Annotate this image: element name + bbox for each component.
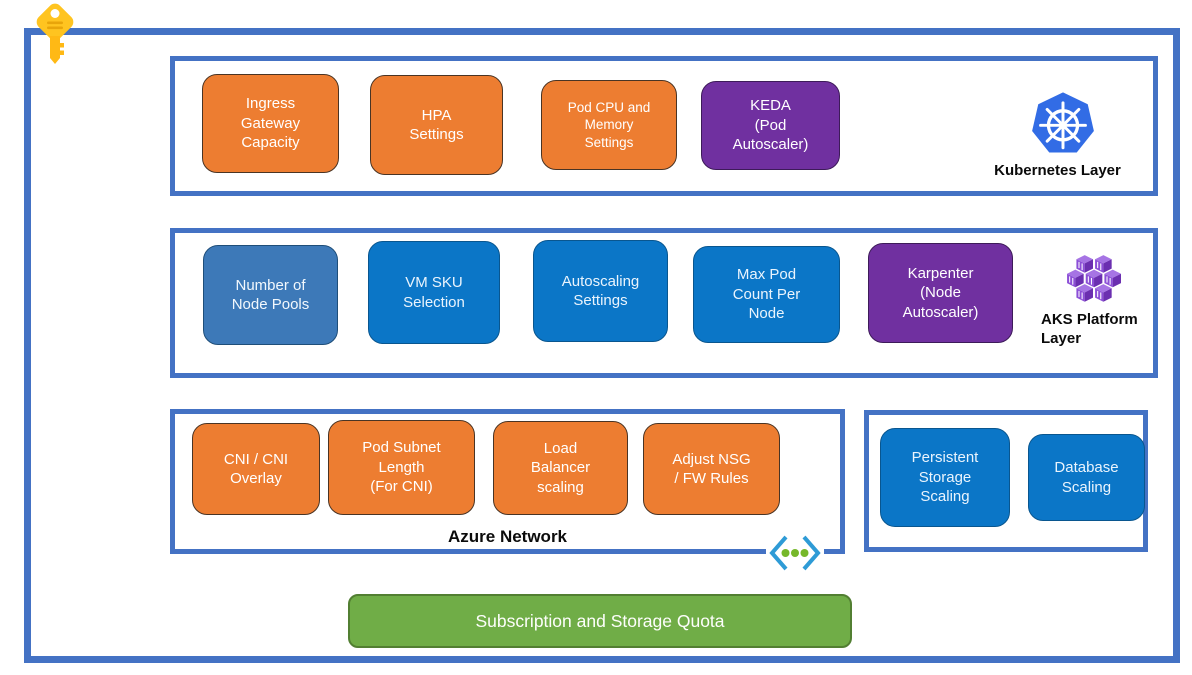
box-vm-sku-selection: VM SKU Selection	[368, 241, 500, 344]
box-keda-pod-autoscaler: KEDA (Pod Autoscaler)	[701, 81, 840, 170]
kubernetes-layer-label: Kubernetes Layer	[994, 162, 1121, 179]
azure-network-label: Azure Network	[447, 527, 568, 546]
box-pod-subnet-length: Pod Subnet Length (For CNI)	[328, 420, 475, 515]
outer-border	[24, 28, 1180, 663]
aks-platform-layer-section: Number of Node Pools VM SKU Selection Au…	[170, 228, 1158, 378]
key-icon	[32, 2, 82, 66]
box-autoscaling-settings: Autoscaling Settings	[533, 240, 668, 342]
box-adjust-nsg-fw-rules: Adjust NSG / FW Rules	[643, 423, 780, 515]
box-load-balancer-scaling: Load Balancer scaling	[493, 421, 628, 515]
code-dots-icon	[766, 531, 824, 575]
box-number-of-node-pools: Number of Node Pools	[203, 245, 338, 345]
azure-network-section: CNI / CNI Overlay Pod Subnet Length (For…	[170, 409, 845, 554]
box-pod-cpu-memory-settings: Pod CPU and Memory Settings	[541, 80, 677, 170]
subscription-storage-quota-box: Subscription and Storage Quota	[348, 594, 852, 648]
aks-platform-layer-label: AKS Platform Layer	[1041, 311, 1138, 347]
box-cni-cni-overlay: CNI / CNI Overlay	[192, 423, 320, 515]
kubernetes-layer-section: Ingress Gateway Capacity HPA Settings Po…	[170, 56, 1158, 196]
box-karpenter-node-autoscaler: Karpenter (Node Autoscaler)	[868, 243, 1013, 343]
box-max-pod-count-per-node: Max Pod Count Per Node	[693, 246, 840, 343]
kubernetes-logo-icon	[1030, 87, 1096, 161]
box-hpa-settings: HPA Settings	[370, 75, 503, 175]
box-database-scaling: Database Scaling	[1028, 434, 1145, 521]
aks-platform-icon	[1065, 254, 1122, 305]
box-ingress-gateway-capacity: Ingress Gateway Capacity	[202, 74, 339, 173]
box-persistent-storage-scaling: Persistent Storage Scaling	[880, 428, 1010, 527]
storage-section: Persistent Storage Scaling Database Scal…	[864, 410, 1148, 552]
